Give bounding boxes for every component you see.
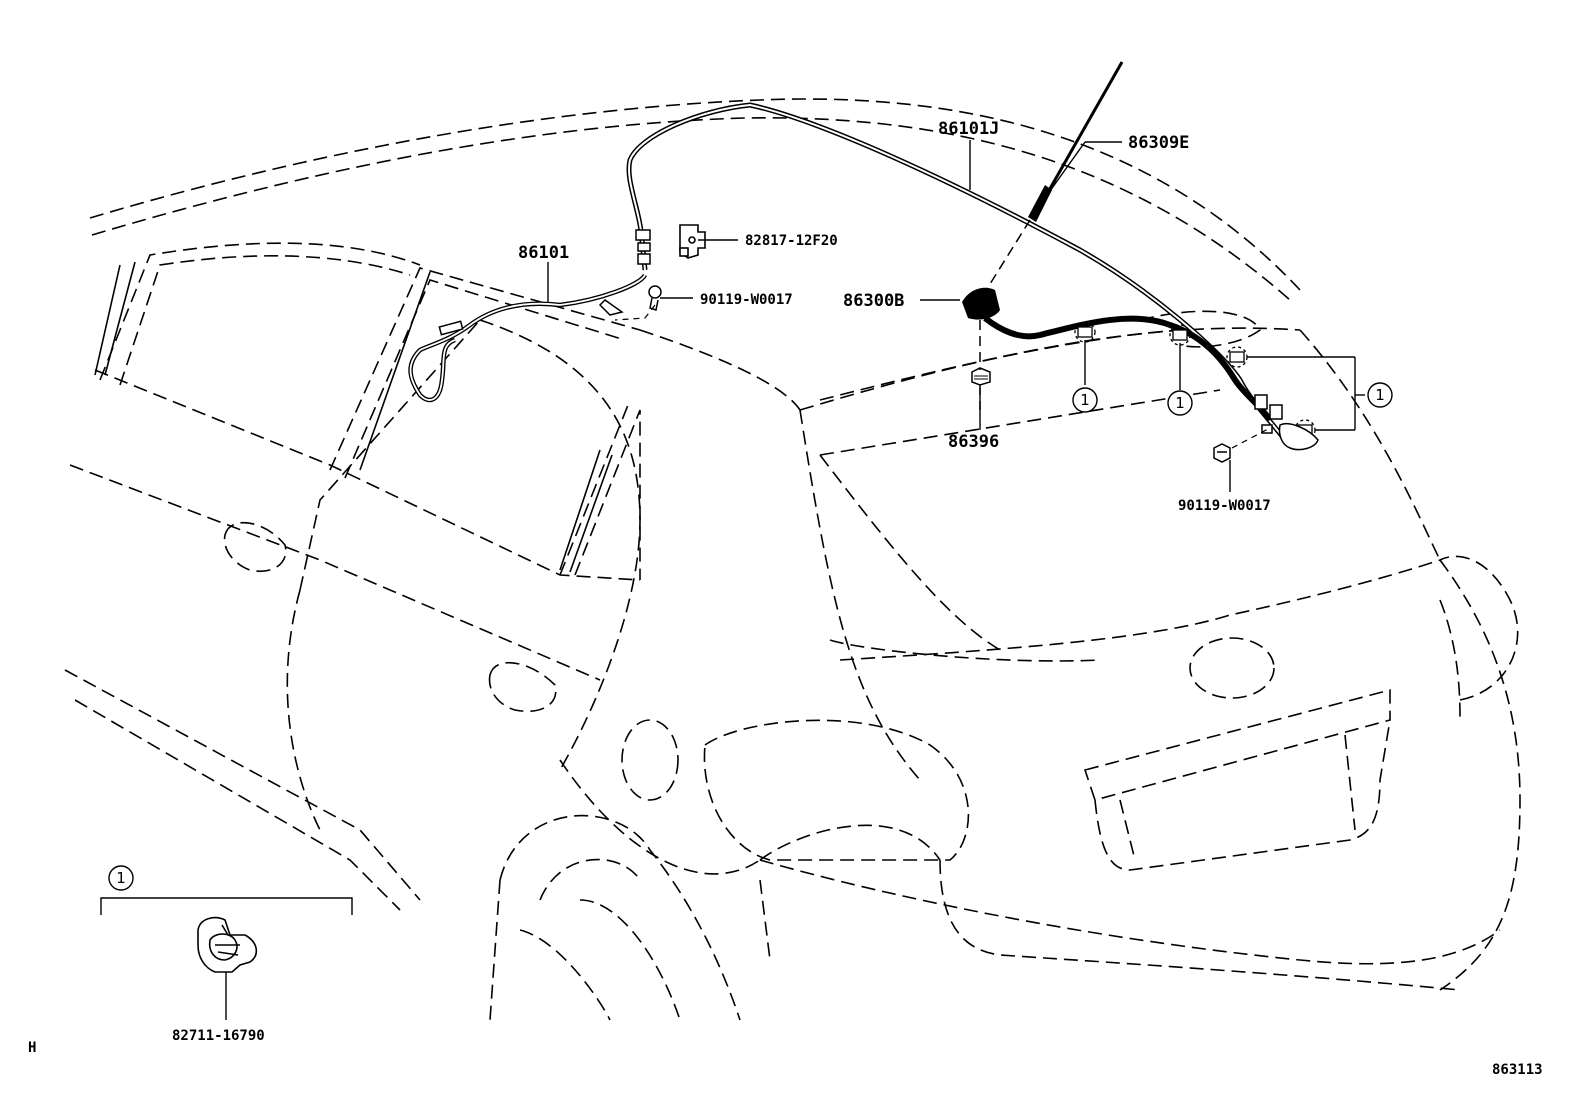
label-86101: 86101 (518, 243, 569, 263)
label-86101J: 86101J (938, 119, 999, 139)
callout-circle-1-legend: 1 (108, 865, 134, 891)
label-86309E: 86309E (1128, 133, 1189, 153)
label-82817-12F20: 82817-12F20 (745, 233, 838, 249)
label-86300B: 86300B (843, 291, 904, 311)
figure-number: 863113 (1492, 1062, 1543, 1078)
antenna-rod (1028, 61, 1124, 222)
mount-nut-86396-icon (971, 367, 991, 386)
car-body-outline (64, 98, 1521, 1021)
screw-to-cable-dashline (614, 304, 656, 321)
svg-text:1: 1 (1175, 394, 1185, 412)
cable-connector-top (635, 229, 651, 265)
leader-lines (225, 140, 1365, 1020)
label-90119-W0017-top: 90119-W0017 (700, 292, 793, 308)
legend-bracket (100, 897, 353, 915)
roof-cable-86101J (626, 102, 1287, 442)
screw-90119-right-icon (1213, 443, 1231, 463)
corner-mark: H (28, 1040, 36, 1056)
callout-circle-1a: 1 (1072, 387, 1098, 413)
svg-text:1: 1 (1080, 391, 1090, 409)
label-82711-16790: 82711-16790 (172, 1028, 265, 1044)
callout-circle-1b: 1 (1167, 390, 1193, 416)
label-90119-W0017-right: 90119-W0017 (1178, 498, 1271, 514)
clamp-82817-icon (679, 224, 706, 259)
side-cable-86101 (408, 273, 648, 403)
label-86396: 86396 (948, 432, 999, 452)
side-window-lines (94, 261, 613, 573)
svg-text:1: 1 (116, 869, 126, 887)
rear-connector-cluster (1254, 394, 1319, 451)
rear-screw-dashline (1231, 427, 1271, 449)
clamp-82711-icon (197, 916, 258, 973)
antenna-base-86300B (962, 287, 1273, 422)
callout-circle-1c: 1 (1367, 382, 1393, 408)
small-bracket-icon (598, 299, 624, 316)
svg-text:1: 1 (1375, 386, 1385, 404)
screw-90119-top-icon (648, 285, 662, 311)
